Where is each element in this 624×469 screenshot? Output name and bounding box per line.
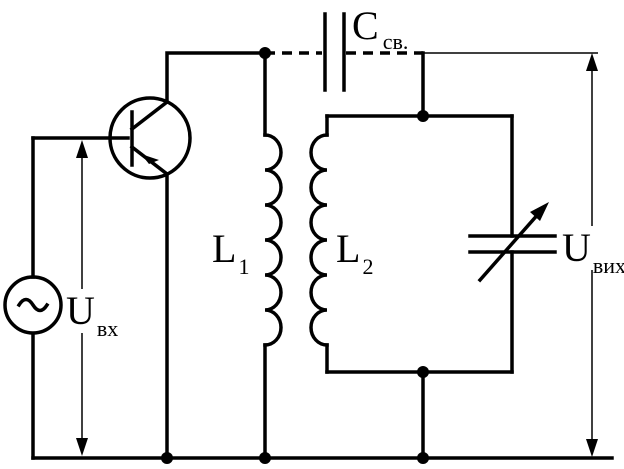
l1-label-main: L (212, 226, 237, 271)
inductor-coil-icon (309, 133, 329, 347)
collector-wire (165, 51, 267, 104)
capacitor-icon (323, 12, 346, 92)
l1-label: L1 (212, 226, 249, 278)
l2-label: L2 (336, 226, 373, 278)
input-voltage-label-main: U (66, 288, 95, 333)
input-voltage-label: Uвх (64, 288, 121, 340)
bjt-transistor-icon (108, 96, 192, 180)
input-voltage-label-sub: вх (96, 316, 119, 341)
l2-label-main: L (336, 226, 361, 271)
junction-nodes (161, 47, 429, 464)
output-voltage-label-sub: вих (592, 253, 624, 278)
l2-label-sub: 2 (362, 254, 374, 279)
l1-label-sub: 1 (238, 254, 250, 279)
coupling-capacitor-label-sub: св. (382, 29, 409, 54)
output-voltage-label: Uвих (560, 225, 624, 277)
ac-source-icon (3, 275, 63, 335)
output-voltage-label-main: U (562, 225, 591, 270)
inductor-coil-icon (263, 133, 283, 347)
coupling-capacitor-label-main: C (352, 3, 379, 48)
